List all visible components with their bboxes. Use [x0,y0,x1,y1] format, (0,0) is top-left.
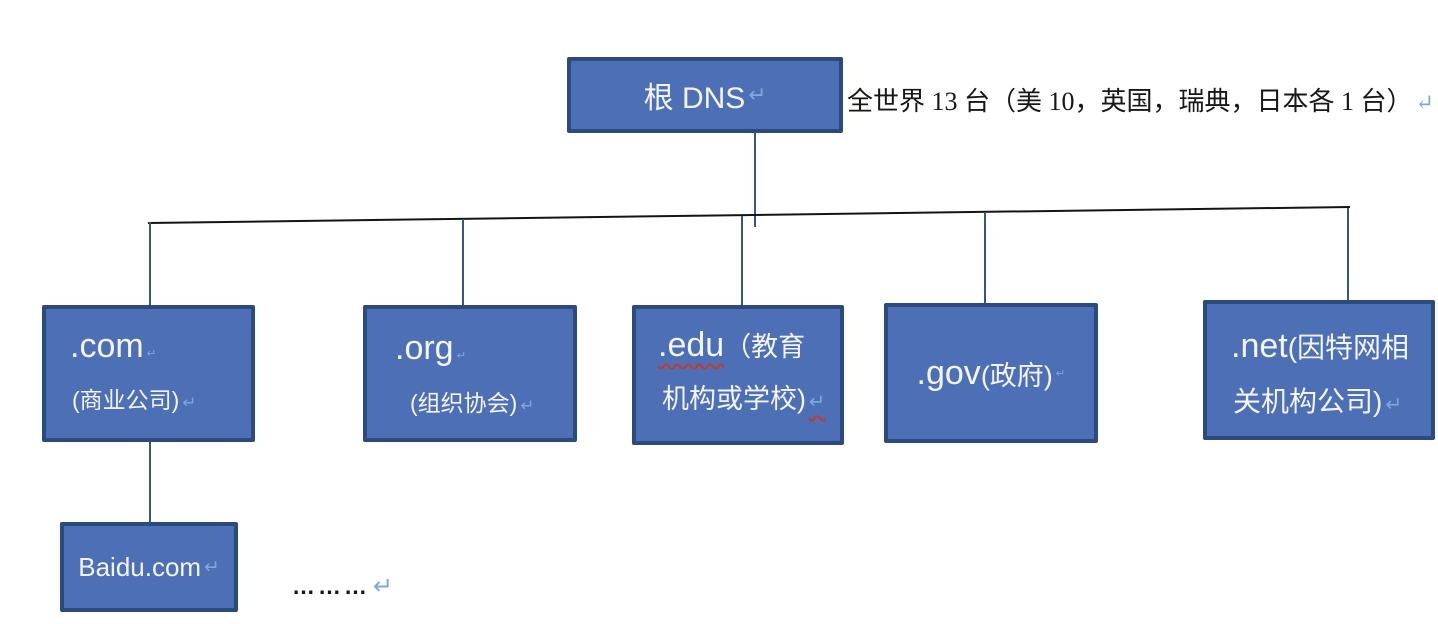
tld-org-label: .org [395,329,454,367]
return-mark-icon: ↵ [456,350,467,362]
tld-edu-desc-part2: 机构或学校) [662,384,806,414]
tld-edu-desc-part1: （教育 [724,332,806,362]
tld-box-org: .org↵ (组织协会)↵ [363,305,577,442]
root-annotation-text: 全世界 13 台（美 10，英国，瑞典，日本各 1 台） [847,87,1413,116]
tld-org-desc: (组织协会) [410,390,518,416]
tld-com-desc-line: (商业公司)↵ [70,381,251,415]
tld-edu-label: .edu [658,326,725,364]
return-mark-icon: ↵ [520,396,535,415]
tld-org-name-line: .org↵ [395,329,573,368]
return-mark-icon: ↵ [146,348,157,360]
return-mark-icon: ↵ [748,82,767,107]
tld-box-net: .net(因特网相 关机构公司)↵ [1203,300,1435,440]
tld-net-label: .net [1231,327,1288,365]
leaf-baidu-label: Baidu.com [78,551,202,582]
return-mark-icon: ↵ [1055,368,1066,380]
ellipsis-dots: ……… [292,573,370,599]
tld-gov-desc: (政府) [980,360,1053,391]
return-mark-icon: ↵ [373,573,394,600]
tld-com-label: .com [70,327,144,365]
tld-box-gov: .gov(政府)↵ [884,303,1098,443]
tld-gov-label: .gov [916,353,981,392]
leaf-box-baidu: Baidu.com↵ [60,522,238,612]
return-mark-icon: ↵ [1415,90,1435,115]
tld-com-name-line: .com↵ [70,327,251,366]
tld-net-desc-part2: 关机构公司) [1233,386,1383,417]
root-dns-label: 根 DNS [643,82,746,115]
more-domains-ellipsis: ………↵ [292,572,393,601]
tld-com-desc: (商业公司) [72,387,180,413]
return-mark-icon: ↵ [204,556,220,577]
tld-net-name-line: .net(因特网相 [1231,326,1431,366]
tld-net-desc-line: 关机构公司)↵ [1231,380,1431,420]
return-mark-icon: ↵ [809,391,826,413]
tld-edu-desc-line: 机构或学校)↵ [658,377,840,416]
return-mark-icon: ↵ [182,393,197,412]
return-mark-icon: ↵ [1385,394,1403,416]
tld-box-edu: .edu（教育 机构或学校)↵ [632,305,844,445]
tld-org-desc-line: (组织协会)↵ [395,384,573,418]
root-annotation: 全世界 13 台（美 10，英国，瑞典，日本各 1 台）↵ [847,81,1438,118]
tld-edu-name-line: .edu（教育 [658,325,840,365]
tld-net-desc-part1: (因特网相 [1287,332,1410,363]
root-dns-box: 根 DNS↵ [567,57,843,133]
tld-box-com: .com↵ (商业公司)↵ [42,305,255,442]
